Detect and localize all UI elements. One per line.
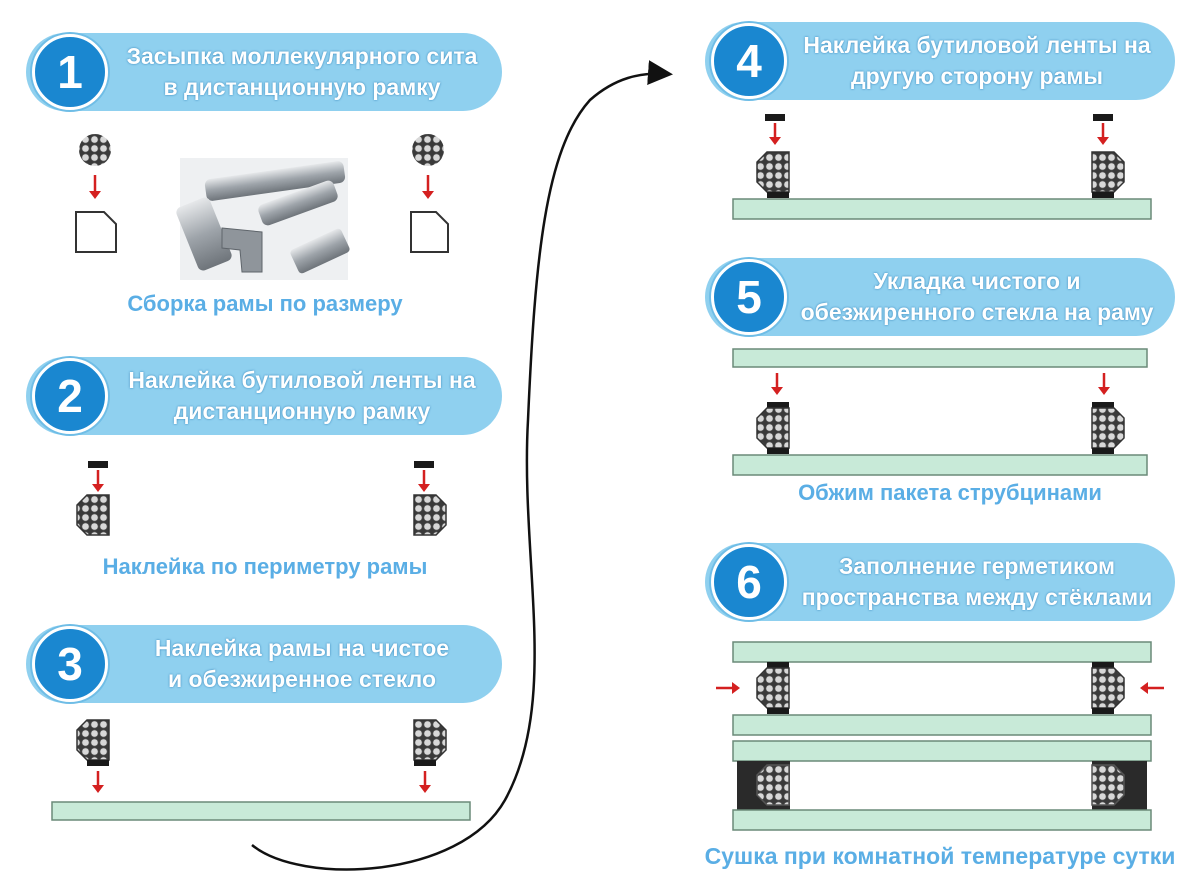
spacer-frame-icon	[410, 211, 449, 253]
molecular-sieve-icon	[79, 134, 111, 166]
down-arrow-icon	[1097, 123, 1109, 145]
down-arrow-icon	[771, 373, 783, 395]
butyl-tape	[414, 461, 434, 468]
down-arrow-icon	[418, 470, 430, 492]
glass-pane	[732, 454, 1148, 476]
butyl-tape	[765, 114, 785, 121]
step-5-title-line1: Укладка чистого и	[873, 268, 1081, 294]
step-4-title-line1: Наклейка бутиловой ленты на	[803, 32, 1151, 58]
step-5-badge: 5	[711, 259, 787, 335]
down-arrow-icon	[89, 175, 101, 199]
butyl-tape	[1093, 114, 1113, 121]
spacer-frame-icon	[413, 719, 447, 761]
down-arrow-icon	[422, 175, 434, 199]
step-5-caption: Обжим пакета струбцинами	[798, 480, 1102, 505]
step-1-caption: Сборка рамы по размеру	[127, 291, 403, 316]
glass-pane	[732, 809, 1152, 831]
step-1-badge: 1	[32, 34, 108, 110]
step-6-header: 6 Заполнение герметиком пространства меж…	[705, 543, 1175, 621]
step-1-title-line2: в дистанционную рамку	[163, 74, 441, 100]
step-4-title-line2: другую сторону рамы	[850, 63, 1103, 89]
spacer-frame-icon	[1091, 764, 1125, 806]
step-2-title: Наклейка бутиловой ленты на дистанционну…	[112, 365, 492, 427]
step-5-title-line2: обезжиренного стекла на раму	[800, 299, 1154, 325]
left-arrow-icon	[1140, 682, 1164, 694]
step-4-badge: 4	[711, 23, 787, 99]
step-2-title-line1: Наклейка бутиловой ленты на	[128, 367, 476, 393]
step-6-badge: 6	[711, 544, 787, 620]
step-3-header: 3 Наклейка рамы на чистое и обезжиренное…	[26, 625, 502, 703]
glass-pane	[51, 801, 471, 821]
step-1-title-line1: Засыпка моллекулярного сита	[126, 43, 478, 69]
glass-pane	[732, 740, 1152, 762]
spacer-frame-icon	[75, 211, 117, 253]
down-arrow-icon	[92, 771, 104, 793]
step-3-badge: 3	[32, 626, 108, 702]
step-3-title-line2: и обезжиренное стекло	[167, 666, 436, 692]
step-6-caption: Сушка при комнатной температуре сутки	[704, 843, 1176, 869]
step-3-title: Наклейка рамы на чистое и обезжиренное с…	[112, 633, 492, 695]
down-arrow-icon	[92, 470, 104, 492]
molecular-sieve-icon	[412, 134, 444, 166]
down-arrow-icon	[769, 123, 781, 145]
glass-pane	[732, 198, 1152, 220]
spacer-frame-icon	[1091, 667, 1125, 709]
step-4-title: Наклейка бутиловой ленты на другую сторо…	[789, 30, 1165, 92]
spacer-frame-icon	[756, 151, 790, 193]
step-6-title-line1: Заполнение герметиком	[838, 553, 1116, 579]
frame-assembly-photo	[176, 158, 350, 280]
flow-connector-arrow	[251, 60, 673, 871]
step-1-title: Засыпка моллекулярного сита в дистанцион…	[112, 41, 492, 103]
glass-pane	[732, 641, 1152, 663]
spacer-frame-icon	[756, 764, 790, 806]
spacer-frame-icon	[76, 719, 110, 761]
spacer-frame-icon	[1091, 407, 1125, 449]
spacer-frame-icon	[756, 407, 790, 449]
glass-pane	[732, 348, 1148, 368]
spacer-frame-icon	[1091, 151, 1125, 193]
down-arrow-icon	[1098, 373, 1110, 395]
step-2-title-line2: дистанционную рамку	[173, 398, 431, 424]
step-5-title: Укладка чистого и обезжиренного стекла н…	[789, 266, 1165, 328]
down-arrow-icon	[419, 771, 431, 793]
step-1-header: 1 Засыпка моллекулярного сита в дистанци…	[26, 33, 502, 111]
step-6-title: Заполнение герметиком пространства между…	[789, 551, 1165, 613]
spacer-frame-icon	[76, 494, 110, 536]
step-2-badge: 2	[32, 358, 108, 434]
spacer-frame-icon	[413, 494, 447, 536]
glass-pane	[732, 714, 1152, 736]
step-2-caption: Наклейка по периметру рамы	[102, 554, 428, 579]
step-3-title-line1: Наклейка рамы на чистое	[154, 635, 450, 661]
step-4-header: 4 Наклейка бутиловой ленты на другую сто…	[705, 22, 1175, 100]
step-6-title-line2: пространства между стёклами	[801, 584, 1153, 610]
step-5-header: 5 Укладка чистого и обезжиренного стекла…	[705, 258, 1175, 336]
butyl-tape	[88, 461, 108, 468]
right-arrow-icon	[716, 682, 740, 694]
spacer-frame-icon	[756, 667, 790, 709]
step-2-header: 2 Наклейка бутиловой ленты на дистанцион…	[26, 357, 502, 435]
